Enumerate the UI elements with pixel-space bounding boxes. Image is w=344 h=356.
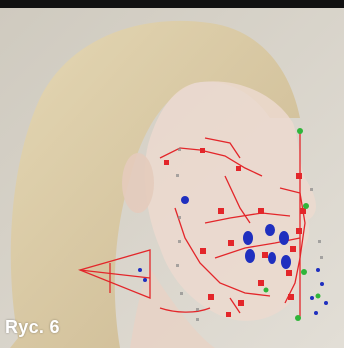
top-frame-bar	[0, 0, 344, 8]
cephalometric-figure: Ryc. 6	[0, 8, 344, 348]
face-profile-illustration	[0, 8, 344, 348]
ear-shape	[122, 153, 154, 213]
figure-caption: Ryc. 6	[5, 317, 60, 338]
bottom-frame-bar	[0, 348, 344, 356]
